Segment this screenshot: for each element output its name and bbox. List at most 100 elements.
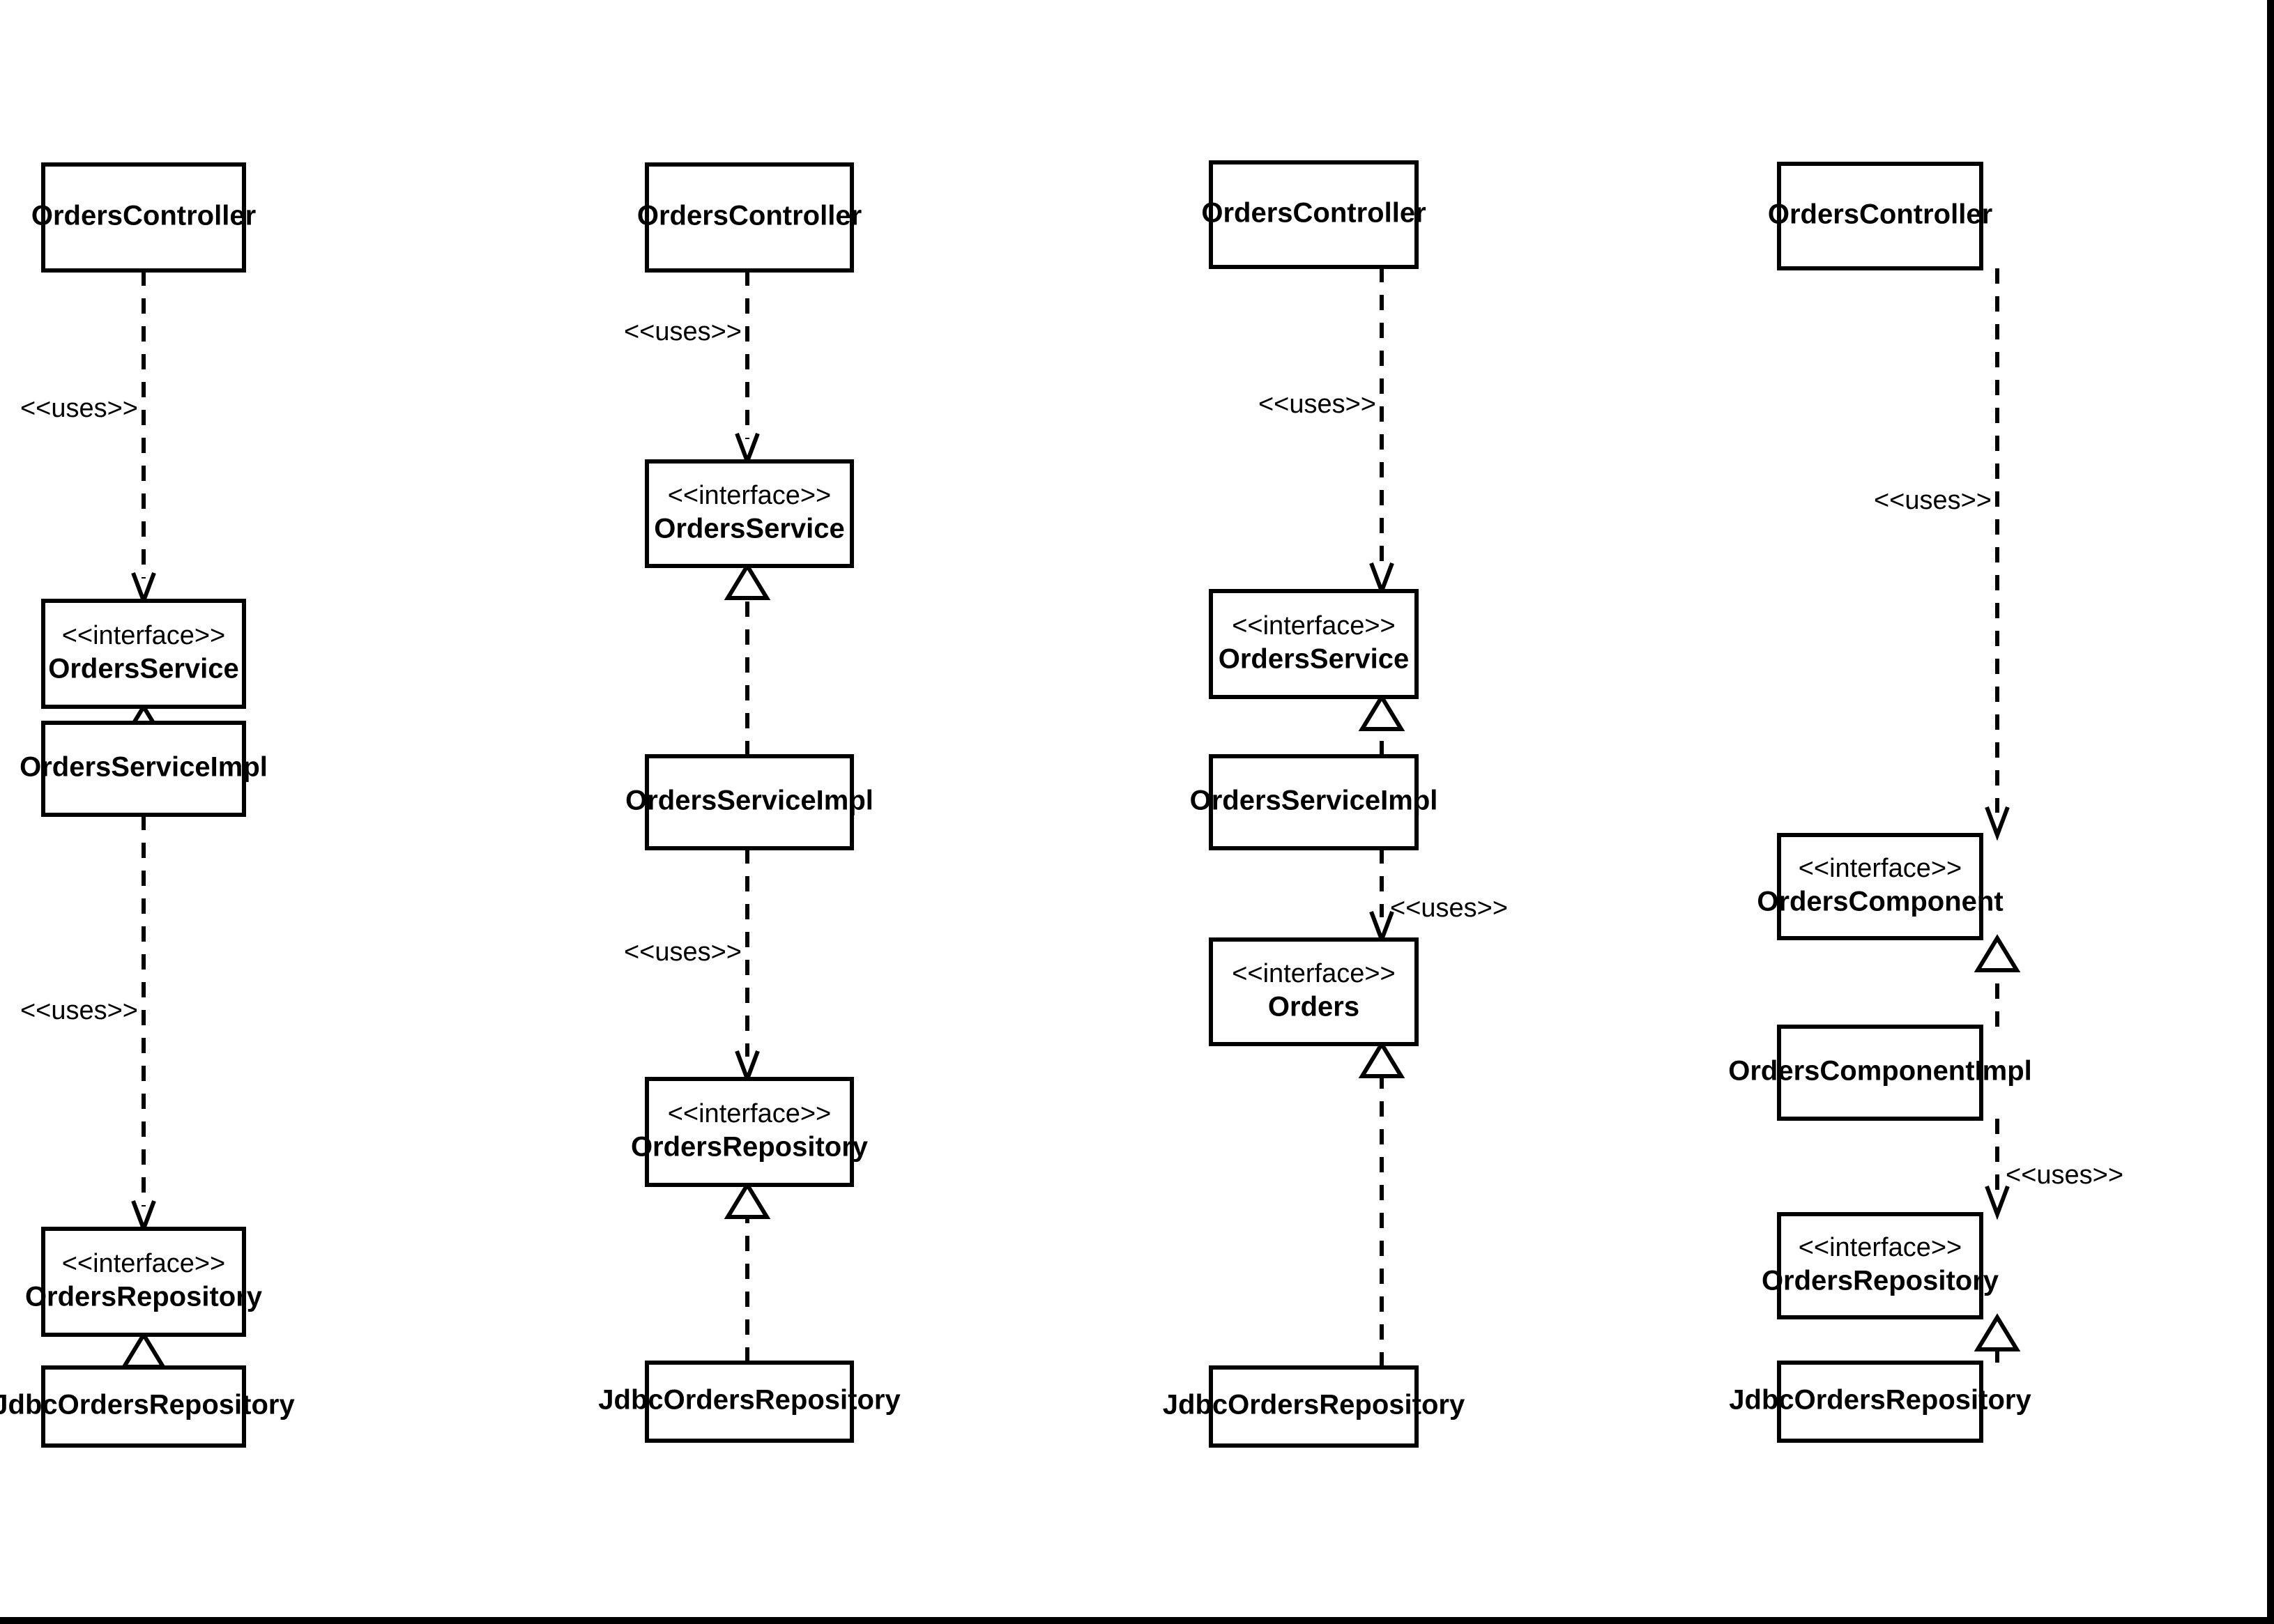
hollow-triangle-icon [1974,934,2021,972]
edge-uses: <<uses>> [1985,1119,2123,1220]
box-outline [41,1365,246,1448]
class-name-label: OrdersRepository [25,1282,263,1312]
box-outline [645,1361,854,1443]
hollow-triangle-icon [120,1331,167,1369]
class-name-label: OrdersService [1219,644,1410,675]
open-arrowhead-icon [1985,1185,2010,1220]
boxes-layer: OrdersController<<interface>>OrdersServi… [0,160,2032,1448]
edge-uses: <<uses>> [1369,848,1508,946]
box-outline [645,162,854,273]
edge-realization [120,1331,167,1369]
edge-label-uses: <<uses>> [1390,894,1508,923]
edge-realization [1358,1040,1405,1368]
uml-class-box[interactable]: JdbcOrdersRepository [1729,1361,2031,1443]
edge-label-uses: <<uses>> [1258,390,1376,419]
edge-uses: <<uses>> [20,815,156,1235]
uml-class-box[interactable]: JdbcOrdersRepository [598,1361,901,1443]
hollow-triangle-icon [724,562,771,600]
class-name-label: OrdersServiceImpl [20,752,268,783]
open-arrowhead-icon [1985,806,2010,841]
box-outline [41,721,246,817]
box-outline [1777,833,1983,940]
edge-label-uses: <<uses>> [20,394,138,423]
class-name-label: OrdersController [1768,199,1992,230]
class-name-label: OrdersServiceImpl [625,786,873,816]
class-name-label: OrdersRepository [631,1132,869,1163]
box-outline [41,599,246,709]
box-outline [1209,937,1419,1046]
edge-label-uses: <<uses>> [624,937,742,967]
hollow-triangle-icon [1358,693,1405,731]
box-outline [645,1077,854,1187]
edge-realization [1358,693,1405,756]
hollow-triangle-icon [1358,1040,1405,1078]
uml-class-box[interactable]: JdbcOrdersRepository [0,1365,295,1448]
uml-class-box[interactable]: OrdersController [31,162,256,273]
uml-class-box[interactable]: OrdersServiceImpl [1190,754,1438,850]
box-outline [1777,1361,1983,1443]
uml-class-box[interactable]: OrdersController [1768,162,1992,270]
uml-interface-box[interactable]: <<interface>> OrdersComponent [1757,833,2004,940]
box-outline [645,459,854,568]
stereotype-label: <<interface>> [1799,1233,1962,1262]
stereotype-label: <<interface>> [1799,854,1962,883]
box-outline [1209,1365,1419,1448]
edges-layer: <<uses>> <<uses>> <<uses>> <<uses>> <<uses>>… [20,267,2123,1369]
class-name-label: OrdersRepository [1762,1266,1999,1296]
stereotype-label: <<interface>> [668,481,832,510]
box-outline [41,1227,246,1337]
stereotype-label: <<interface>> [1232,611,1396,641]
uml-interface-box[interactable]: <<interface>> OrdersRepository [25,1227,263,1337]
stereotype-label: <<interface>> [62,1249,226,1278]
class-name-label: OrdersController [637,201,862,231]
class-name-label: OrdersService [48,654,239,684]
class-name-label: OrdersController [1201,198,1426,229]
uml-interface-box[interactable]: <<interface>> OrdersRepository [1762,1212,1999,1319]
uml-class-box[interactable]: OrdersComponentImpl [1728,1025,2032,1121]
class-name-label: OrdersComponent [1757,887,2003,917]
uml-class-box[interactable]: OrdersServiceImpl [20,721,268,817]
edge-uses: <<uses>> [20,270,156,607]
box-outline [1209,160,1419,269]
uml-interface-box[interactable]: <<interface>>OrdersService [1209,589,1419,699]
stereotype-label: <<interface>> [62,621,226,650]
edge-label-uses: <<uses>> [624,317,742,346]
stereotype-label: <<interface>> [1232,959,1396,988]
edge-label-uses: <<uses>> [2006,1160,2123,1190]
class-name-label: OrdersService [654,514,845,544]
uml-interface-box[interactable]: <<interface>> OrdersService [645,459,854,568]
uml-class-box[interactable]: OrdersController [1201,160,1426,269]
class-name-label: OrdersComponentImpl [1728,1056,2032,1087]
uml-class-box[interactable]: JdbcOrdersRepository [1163,1365,1465,1448]
class-name-label: JdbcOrdersRepository [598,1385,901,1416]
box-outline [1777,162,1983,270]
box-outline [1209,589,1419,699]
hollow-triangle-icon [1974,1313,2021,1351]
edge-label-uses: <<uses>> [20,996,138,1025]
class-name-label: JdbcOrdersRepository [0,1390,295,1420]
edge-uses: <<uses>> [624,848,760,1085]
class-name-label: JdbcOrdersRepository [1729,1385,2031,1416]
box-outline [1209,754,1419,850]
edge-realization [724,562,771,756]
uml-interface-box[interactable]: <<interface>> OrdersService [41,599,246,709]
uml-class-box[interactable]: OrdersServiceImpl [625,754,873,850]
uml-interface-box[interactable]: <<interface>>OrdersRepository [631,1077,869,1187]
edge-uses: <<uses>> [1874,268,2010,841]
uml-class-box[interactable]: OrdersController [637,162,862,273]
edge-realization [724,1181,771,1363]
open-arrowhead-icon [1369,562,1394,597]
box-outline [41,162,246,273]
edge-label-uses: <<uses>> [1874,486,1992,515]
class-name-label: OrdersServiceImpl [1190,786,1438,816]
box-outline [1777,1025,1983,1121]
class-name-label: OrdersController [31,201,256,231]
box-outline [645,754,854,850]
hollow-triangle-icon [724,1181,771,1219]
uml-interface-box[interactable]: <<interface>>Orders [1209,937,1419,1046]
edge-uses: <<uses>> [624,270,760,468]
box-outline [1777,1212,1983,1319]
